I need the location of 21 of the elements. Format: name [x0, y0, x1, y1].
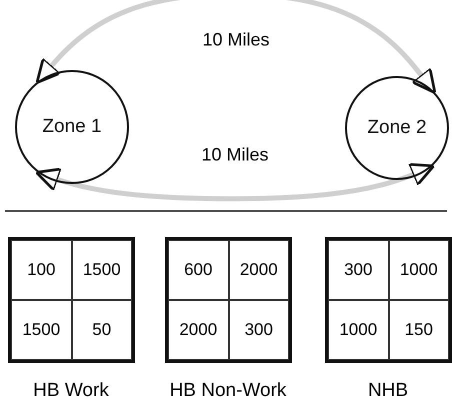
table-cell: 50 — [72, 300, 132, 360]
zone-label: Zone 1 — [42, 116, 102, 138]
table-cell: 300 — [228, 300, 289, 360]
double-arrow — [36, 0, 436, 94]
table-cell: 100 — [11, 240, 72, 300]
zone-circle — [15, 70, 129, 184]
table-cell: 1500 — [11, 300, 72, 360]
table-caption: HB Work — [33, 380, 109, 402]
double-arrow — [34, 162, 436, 202]
table-cell: 1000 — [328, 300, 388, 360]
table-cell: 1000 — [388, 240, 449, 300]
table-cell: 2000 — [168, 300, 228, 360]
table-caption: NHB — [368, 380, 408, 402]
table-caption: HB Non-Work — [170, 380, 286, 402]
table-cell: 1500 — [72, 240, 132, 300]
zone-circle — [345, 76, 449, 180]
zone-label: Zone 2 — [367, 117, 427, 139]
table-cell: 600 — [168, 240, 228, 300]
table-cell: 2000 — [228, 240, 289, 300]
table-cell: 300 — [328, 240, 388, 300]
table-cell: 150 — [388, 300, 449, 360]
